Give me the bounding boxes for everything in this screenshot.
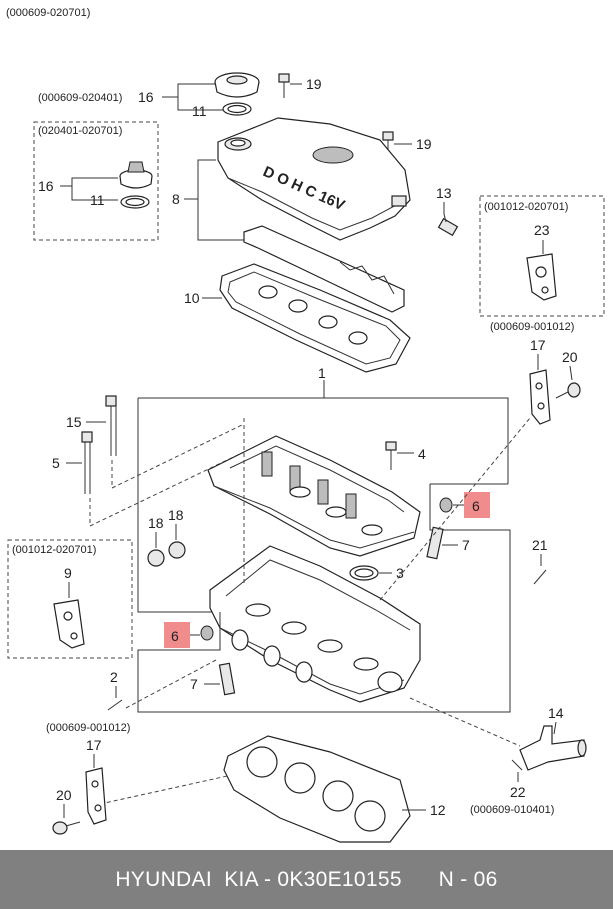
valve-seal-6-left	[200, 625, 214, 641]
camshaft-carrier	[207, 435, 421, 557]
label-21: 21	[532, 537, 548, 553]
variant-box-bracket-9	[7, 539, 133, 659]
cap-gasket-variant	[120, 195, 150, 209]
bracket-9	[53, 599, 85, 649]
label-4: 4	[418, 446, 426, 462]
header-code: (000609-020701)	[6, 7, 90, 19]
stud-22	[511, 759, 523, 771]
bolt-4	[385, 441, 397, 470]
label-17-right: 17	[530, 337, 546, 353]
label-8: 8	[172, 191, 180, 207]
sensor-13	[437, 213, 459, 237]
label-19-side: 19	[416, 136, 432, 152]
code-box-right-top: (001012-020701)	[484, 201, 568, 213]
footer-spacer	[402, 868, 439, 892]
highlight-6-right	[464, 492, 490, 518]
label-20-right: 20	[562, 349, 578, 365]
bracket-23	[526, 253, 557, 301]
code-box-left-mid: (001012-020701)	[12, 544, 96, 556]
label-15: 15	[66, 414, 82, 430]
label-18-a: 18	[148, 515, 164, 531]
bolt-15	[105, 395, 117, 456]
water-outlet-pipe-14	[519, 725, 587, 771]
footer-page: N - 06	[438, 867, 498, 891]
code-under-left-mid: (000609-001012)	[46, 722, 130, 734]
label-14: 14	[548, 705, 564, 721]
cap-gasket-top	[222, 102, 252, 116]
label-11-top: 11	[192, 103, 207, 119]
variant-box-cap	[33, 121, 159, 241]
cylinder-head-gasket	[223, 735, 411, 843]
label-2: 2	[110, 669, 118, 685]
label-20-left: 20	[56, 787, 72, 803]
variant-box-bracket-23	[479, 195, 605, 317]
stud-21	[533, 569, 547, 585]
bolt-20-right	[555, 382, 581, 399]
valve-seal-6-right	[439, 497, 453, 513]
rocker-cover-gasket	[219, 263, 411, 373]
o-ring-3	[349, 565, 379, 581]
valve-guide-7-right	[426, 526, 444, 560]
footer-bar: HYUNDAI KIA - 0K30E10155 N - 06	[0, 850, 613, 909]
cylinder-head-cover: D O H C 16V	[217, 117, 411, 241]
bracket-17-right	[529, 369, 551, 425]
label-7-right: 7	[462, 537, 470, 553]
label-1: 1	[318, 365, 326, 381]
label-5: 5	[52, 455, 60, 471]
label-3: 3	[396, 565, 404, 581]
label-16-top: 16	[138, 89, 154, 105]
label-17-left: 17	[86, 737, 102, 753]
code-under-right-box: (000609-001012)	[490, 321, 574, 333]
label-12: 12	[430, 802, 446, 818]
plug-18-a	[147, 549, 165, 567]
code-box-left-top: (020401-020701)	[38, 125, 122, 137]
oil-filler-cap-variant	[119, 161, 153, 189]
label-9: 9	[64, 565, 72, 581]
label-18-b: 18	[168, 507, 184, 523]
head-group-frame	[138, 397, 509, 484]
label-23: 23	[534, 222, 550, 238]
cover-baffle-plate	[243, 225, 405, 313]
code-right-bottom: (000609-010401)	[470, 804, 554, 816]
code-16-top: (000609-020401)	[38, 92, 122, 104]
footer-brand: HYUNDAI KIA - 0K30E10155	[115, 867, 402, 891]
label-11-box: 11	[90, 192, 105, 208]
cylinder-head	[209, 545, 421, 703]
label-16-box: 16	[38, 178, 54, 194]
oil-filler-cap-top	[214, 72, 260, 98]
bolt-19-top	[278, 73, 290, 98]
label-7-left: 7	[190, 676, 198, 692]
bolt-5	[81, 431, 93, 494]
label-6-right: 6	[472, 498, 480, 514]
highlight-6-left	[164, 622, 190, 648]
plug-18-b	[168, 541, 186, 559]
label-6-left: 6	[171, 628, 179, 644]
bolt-20-left	[52, 821, 81, 835]
exploded-parts-diagram: (000609-020701) (000609-020401) 16 11 19…	[6, 7, 605, 843]
label-13: 13	[436, 185, 452, 201]
valve-guide-7-left	[218, 662, 236, 696]
bracket-17-left	[85, 767, 107, 825]
label-19-top: 19	[306, 76, 322, 92]
label-10: 10	[184, 290, 200, 306]
label-22: 22	[510, 784, 526, 800]
stud-2	[107, 699, 123, 711]
